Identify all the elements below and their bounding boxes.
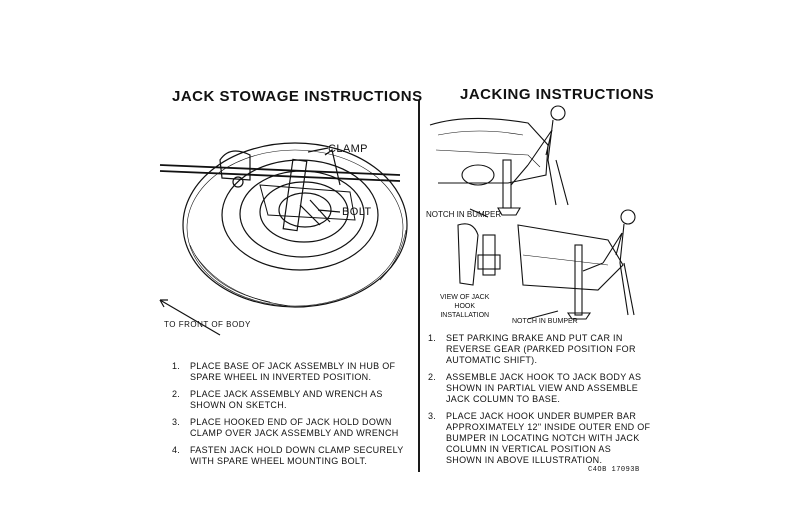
column-divider [418,100,420,472]
clamp-label: CLAMP [328,143,368,155]
jacking-step: 1. SET PARKING BRAKE AND PUT CAR IN REVE… [428,333,636,365]
view-of-jack-hook-label: VIEW OF JACK HOOK INSTALLATION [440,294,490,319]
notch-in-bumper-bottom-label: NOTCH IN BUMPER [512,318,578,325]
notch-in-bumper-top-label: NOTCH IN BUMPER [426,210,502,219]
jacking-illustration [429,105,636,320]
front-of-body-label: TO FRONT OF BODY [164,320,251,329]
stowage-steps: 1. PLACE BASE OF JACK ASSEMBLY IN HUB OF… [172,361,417,473]
part-number: C4OB 17093B [588,466,640,474]
bolt-label: BOLT [342,206,372,218]
stowage-step: 1. PLACE BASE OF JACK ASSEMBLY IN HUB OF… [172,361,396,382]
jacking-steps: 1. SET PARKING BRAKE AND PUT CAR IN REVE… [428,333,653,472]
spare-wheel-illustration [159,142,408,336]
jacking-step: 3. PLACE JACK HOOK UNDER BUMPER BAR APPR… [428,411,651,465]
jack-stowage-title: JACK STOWAGE INSTRUCTIONS [172,88,423,105]
stowage-step: 4. FASTEN JACK HOLD DOWN CLAMP SECURELY … [172,445,404,466]
jacking-title: JACKING INSTRUCTIONS [460,86,655,103]
jacking-step: 2. ASSEMBLE JACK HOOK TO JACK BODY AS SH… [428,372,642,404]
stowage-step: 2. PLACE JACK ASSEMBLY AND WRENCH AS SHO… [172,389,383,410]
stowage-step: 3. PLACE HOOKED END OF JACK HOLD DOWN CL… [172,417,399,438]
